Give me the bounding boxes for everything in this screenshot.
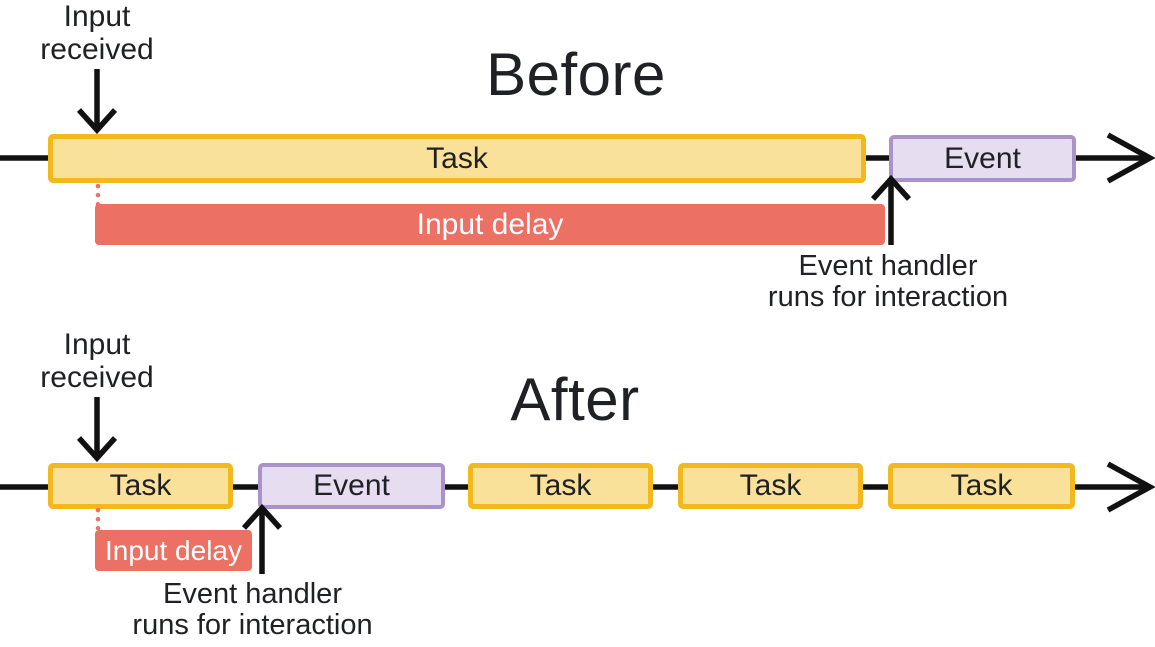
after-event-handler-line1: Event handler <box>163 578 342 610</box>
after-input-received-line2: received <box>40 361 154 394</box>
after-task-box-3: Task <box>678 463 863 509</box>
after-input-delay-bar: Input delay <box>95 530 252 571</box>
before-title: Before <box>486 41 666 108</box>
after-task-box-2: Task <box>468 463 653 509</box>
after-task-box-1: Task <box>48 463 233 509</box>
after-delay-dotted-connector <box>95 508 101 530</box>
after-input-received-label: Input received <box>20 328 174 394</box>
after-event-handler-up-arrow-icon <box>241 504 283 574</box>
before-event-box: Event <box>889 135 1076 182</box>
after-event-handler-line2: runs for interaction <box>132 609 373 641</box>
before-event-handler-label: Event handler runs for interaction <box>738 251 1038 313</box>
after-task-label-4: Task <box>950 469 1013 502</box>
after-task-label-2: Task <box>529 469 592 502</box>
after-title: After <box>510 366 640 433</box>
after-task-label-3: Task <box>739 469 802 502</box>
before-input-received-line2: received <box>40 33 154 66</box>
after-event-box: Event <box>258 463 445 509</box>
before-event-label: Event <box>944 141 1021 175</box>
after-task-label-1: Task <box>109 469 172 502</box>
after-input-delay-label: Input delay <box>105 534 242 566</box>
before-task-label: Task <box>426 141 488 175</box>
after-event-handler-label: Event handler runs for interaction <box>100 579 405 641</box>
before-delay-dotted-connector <box>95 184 101 206</box>
before-input-delay-bar: Input delay <box>95 204 885 245</box>
after-input-received-line1: Input <box>63 328 131 361</box>
after-task-box-4: Task <box>888 463 1075 509</box>
before-event-handler-up-arrow-icon <box>870 175 912 245</box>
before-event-handler-line1: Event handler <box>798 250 978 282</box>
before-input-delay-label: Input delay <box>416 207 564 241</box>
before-event-handler-line2: runs for interaction <box>767 281 1009 313</box>
before-input-received-label: Input received <box>20 0 174 66</box>
after-input-received-down-arrow-icon <box>76 397 118 462</box>
before-input-received-down-arrow-icon <box>76 69 118 134</box>
before-task-bar: Task <box>48 134 866 183</box>
after-event-label: Event <box>313 469 390 502</box>
before-input-received-line1: Input <box>63 0 131 33</box>
